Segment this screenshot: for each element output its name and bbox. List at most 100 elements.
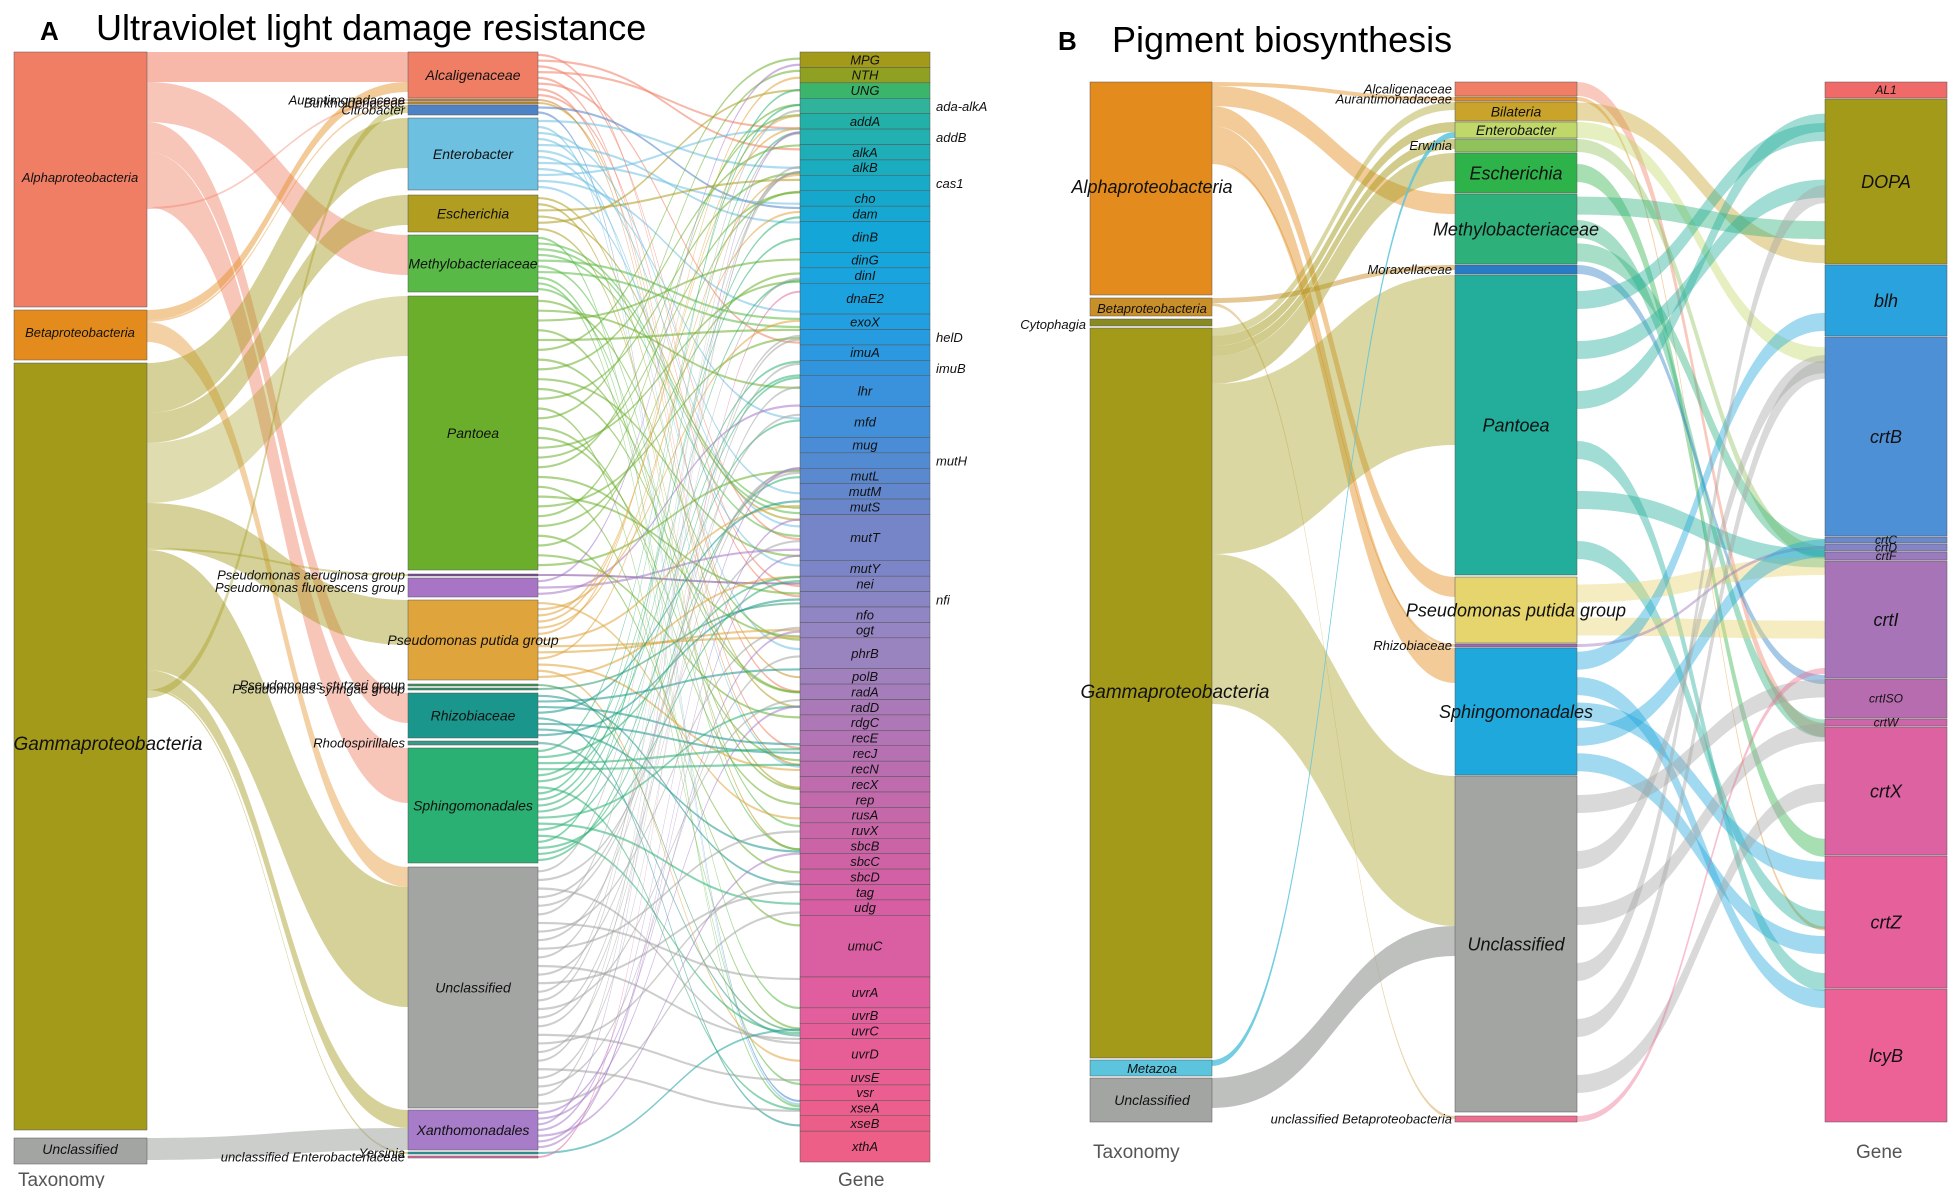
flow-gammaproteobacteria-to-pseudomonas-putida-group bbox=[147, 503, 408, 645]
middle-label-pseudomonas-syringae-group: Pseudomonas syringae group bbox=[232, 682, 405, 697]
middle-label-rhizobiaceae: Rhizobiaceae bbox=[431, 707, 516, 723]
flow-metazoa-to-enterobacter bbox=[1212, 132, 1455, 1066]
flow-unclassified-to-rada bbox=[538, 698, 800, 1011]
flow-unclassified-to-xsea bbox=[538, 1068, 800, 1112]
panel-a-labels: AlphaproteobacteriaBetaproteobacteriaGam… bbox=[13, 52, 987, 1164]
flow-betaproteobacteria-to-unclassified-betaproteobacteria bbox=[1212, 303, 1455, 1119]
flow-gammaproteobacteria-to-pantoea bbox=[1212, 275, 1455, 554]
flow-gammaproteobacteria-to-pantoea bbox=[147, 296, 408, 503]
gene-label-uvrb: uvrB bbox=[852, 1008, 879, 1023]
flow-alcaligenaceae-to-nei bbox=[538, 53, 800, 588]
gene-node-crtw bbox=[1824, 718, 1948, 727]
gene-label-rdgc: rdgC bbox=[851, 715, 880, 730]
gene-label-cho: cho bbox=[855, 191, 876, 206]
flow-pseudomonas-fluorescens-group-to-lhr bbox=[538, 404, 800, 595]
gene-label-sbcc: sbcC bbox=[850, 854, 880, 869]
middle-node-xanthomonadales bbox=[407, 1109, 539, 1151]
flow-gammaproteobacteria-to-escherichia bbox=[147, 195, 408, 443]
gene-label-lcyb: lcyB bbox=[1869, 1046, 1903, 1066]
flow-unclassified-to-alkb bbox=[538, 171, 800, 1002]
flow-alphaproteobacteria-to-sphingomonadales bbox=[1212, 126, 1455, 683]
taxonomy-node-betaproteobacteria bbox=[1089, 297, 1213, 317]
middle-label-pantoea: Pantoea bbox=[447, 425, 499, 441]
middle-label-pseudomonas-fluorescens-group: Pseudomonas fluorescens group bbox=[215, 580, 405, 595]
flow-unclassified-to-uvrc bbox=[538, 964, 800, 1041]
flow-unclassified-to-alkb bbox=[538, 171, 800, 916]
flow-pantoea-to-recj bbox=[538, 436, 800, 762]
gene-label-alka: alkA bbox=[852, 145, 877, 160]
gene-node-al1 bbox=[1824, 81, 1948, 99]
gene-label-tag: tag bbox=[856, 885, 875, 900]
middle-node-erwinia bbox=[1454, 138, 1578, 153]
flow-pantoea-to-mutt bbox=[538, 378, 800, 558]
flow-rhizobiaceae-to-xseb bbox=[538, 717, 800, 1127]
gene-label-dam: dam bbox=[852, 206, 877, 221]
taxonomy-node-cytophagia bbox=[1089, 318, 1213, 327]
flow-unclassified-to-ada-alka bbox=[538, 109, 800, 873]
flow-alphaproteobacteria-to-rhizobiaceae bbox=[1212, 161, 1455, 647]
middle-node-unclassified-enterobacteriaceae bbox=[407, 1155, 539, 1159]
flow-sphingomonadales-to-nei bbox=[538, 580, 800, 849]
gene-label-lhr: lhr bbox=[858, 384, 873, 399]
gene-node-blh bbox=[1824, 264, 1948, 337]
middle-node-burkholderiaceae bbox=[407, 101, 539, 105]
panel-b-title: Pigment biosynthesis bbox=[1112, 19, 1452, 60]
gene-label-mpg: MPG bbox=[850, 52, 880, 67]
flow-unclassified-betaproteobacteria-to-crti bbox=[1577, 667, 1825, 1122]
flow-unclassified-to-alkb bbox=[538, 170, 800, 1062]
gene-node-crti bbox=[1824, 560, 1948, 679]
flow-pseudomonas-aeruginosa-group-to-nei bbox=[538, 574, 800, 585]
flow-sphingomonadales-to-uvrc bbox=[538, 834, 800, 1035]
panel-b-nodes bbox=[1089, 81, 1948, 1123]
flow-enterobacter-to-cho bbox=[538, 161, 800, 205]
gene-node-ada-alka bbox=[799, 98, 931, 114]
flow-unclassified-to-uvse bbox=[538, 1033, 800, 1082]
gene-label-xtha: xthA bbox=[851, 1139, 878, 1154]
middle-label-unclassified: Unclassified bbox=[1467, 934, 1565, 954]
gene-node-crtz bbox=[1824, 855, 1948, 989]
taxonomy-label-betaproteobacteria: Betaproteobacteria bbox=[25, 325, 135, 340]
gene-label-uvse: uvsE bbox=[851, 1070, 880, 1085]
gene-label-muth: mutH bbox=[936, 454, 968, 469]
gene-node-lhr bbox=[799, 375, 931, 407]
flow-alcaligenaceae-to-rada bbox=[538, 76, 800, 693]
flow-unclassified-to-mutt bbox=[538, 540, 800, 882]
gene-node-phrb bbox=[799, 637, 931, 669]
gene-label-nth: NTH bbox=[852, 68, 879, 83]
gene-label-crtiso: crtISO bbox=[1869, 692, 1903, 706]
gene-label-rep: rep bbox=[856, 792, 875, 807]
flow-escherichia-to-crtx bbox=[1577, 164, 1825, 857]
gene-node-dinb bbox=[799, 221, 931, 253]
flow-moraxellaceae-to-crti bbox=[1577, 265, 1825, 685]
flow-pantoea-to-ada-alka bbox=[538, 103, 800, 518]
flow-sphingomonadales-to-muty bbox=[538, 576, 800, 759]
flow-gammaproteobacteria-to-unclassified bbox=[147, 550, 408, 1007]
flow-unclassified-to-lhr bbox=[538, 386, 800, 1079]
flow-aurantimonadaceae-to-recn bbox=[538, 99, 800, 766]
gene-label-exox: exoX bbox=[850, 314, 881, 329]
gene-node-crtiso bbox=[1824, 678, 1948, 719]
gene-label-recj: recJ bbox=[853, 746, 878, 761]
gene-label-imua: imuA bbox=[850, 345, 880, 360]
flow-pantoea-to-dopa bbox=[1577, 123, 1825, 309]
middle-label-pseudomonas-putida-group: Pseudomonas putida group bbox=[387, 632, 558, 648]
taxonomy-label-alphaproteobacteria: Alphaproteobacteria bbox=[21, 170, 138, 185]
middle-label-erwinia: Erwinia bbox=[1409, 138, 1452, 153]
flow-pantoea-to-crtd bbox=[1577, 491, 1825, 568]
gene-label-ogt: ogt bbox=[856, 623, 875, 638]
gene-label-xseb: xseB bbox=[850, 1116, 880, 1131]
flow-unclassified-to-crtiso bbox=[1577, 679, 1825, 813]
flow-enterobacter-to-mfd bbox=[538, 167, 800, 420]
middle-node-unclassified bbox=[1454, 775, 1578, 1113]
middle-label-enterobacter: Enterobacter bbox=[433, 146, 514, 162]
flow-pantoea-to-ding bbox=[538, 258, 800, 322]
gene-label-cas1: cas1 bbox=[936, 176, 963, 191]
flow-pseudomonas-putida-group-to-crti bbox=[1577, 617, 1825, 639]
flow-aurantimonadaceae-to-crtz bbox=[1577, 97, 1825, 931]
gene-label-rece: recE bbox=[852, 731, 879, 746]
middle-label-moraxellaceae: Moraxellaceae bbox=[1367, 262, 1452, 277]
panel-a-title: Ultraviolet light damage resistance bbox=[96, 7, 646, 48]
middle-label-aurantimonadaceae: Aurantimonadaceae bbox=[288, 93, 405, 108]
flow-pseudomonas-putida-group-to-adda bbox=[538, 127, 800, 617]
gene-node-muth bbox=[799, 452, 931, 469]
